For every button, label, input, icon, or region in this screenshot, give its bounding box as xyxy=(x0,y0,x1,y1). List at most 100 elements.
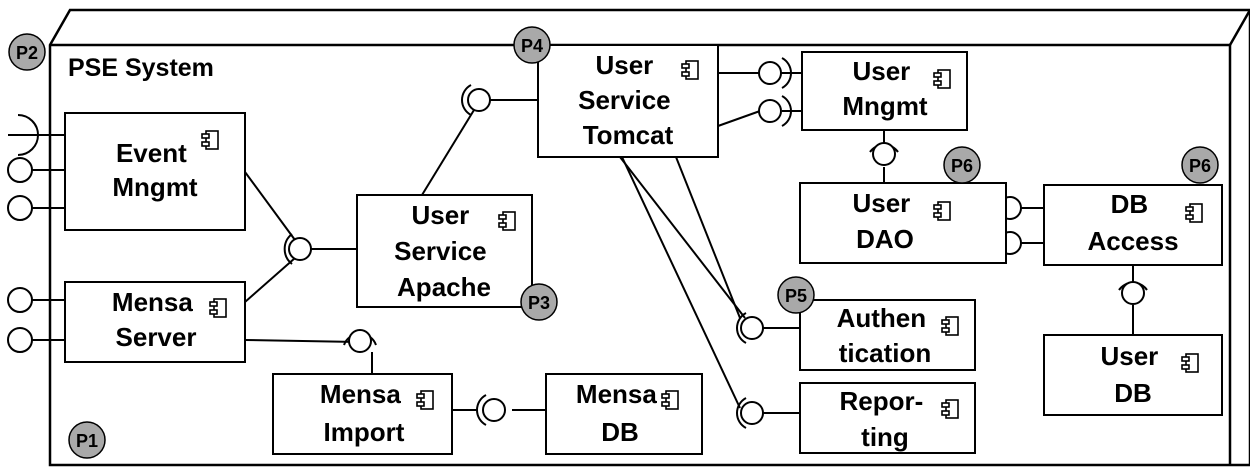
component-icon xyxy=(1185,203,1203,223)
component-label-line: Event xyxy=(116,138,187,168)
component-user-service-tomcat: User Service Tomcat xyxy=(537,44,719,158)
badge-p2: P2 xyxy=(8,33,46,71)
component-user-dao: User DAO xyxy=(799,182,1007,264)
component-user-mngmt: User Mngmt xyxy=(801,51,968,131)
component-label-line: ting xyxy=(861,422,909,452)
component-label-line: Service xyxy=(394,236,487,266)
component-label-line: Mensa xyxy=(112,287,193,317)
component-icon xyxy=(941,316,959,336)
provided-interfaces xyxy=(7,61,1145,425)
svg-text:Event Mngmt: Event Mngmt xyxy=(112,138,198,202)
ball-icon xyxy=(740,401,764,425)
system-title: PSE System xyxy=(68,54,214,82)
svg-text:P6: P6 xyxy=(1189,156,1211,176)
svg-text:Mensa Server: Mensa Server xyxy=(112,287,200,352)
svg-text:User Mngmt: User Mngmt xyxy=(842,56,928,121)
svg-text:P2: P2 xyxy=(16,43,38,63)
component-label-line: Import xyxy=(324,417,405,447)
component-label-line: Tomcat xyxy=(583,120,674,150)
socket-icon xyxy=(736,312,747,344)
component-user-service-apache: User Service Apache xyxy=(356,194,533,308)
svg-text:User Service Tomca: User Service Tomcat xyxy=(578,50,678,150)
svg-text:Mensa DB: Mensa DB xyxy=(576,379,664,447)
component-label-line: Mensa xyxy=(576,379,657,409)
component-mensa-db: Mensa DB xyxy=(545,373,703,455)
component-label-line: tication xyxy=(839,338,931,368)
ball-icon xyxy=(872,142,896,166)
component-label-line: DB xyxy=(601,417,639,447)
svg-text:P1: P1 xyxy=(76,431,98,451)
svg-text:P3: P3 xyxy=(528,293,550,313)
svg-text:Mensa Import: Mensa Import xyxy=(320,379,408,447)
component-icon xyxy=(498,211,516,231)
badge-p6-user-dao: P6 xyxy=(943,146,981,184)
component-label-line: User xyxy=(852,56,910,86)
badge-p5: P5 xyxy=(777,276,815,314)
component-label-line: Service xyxy=(578,85,671,115)
ball-icon xyxy=(740,316,764,340)
component-authentication: Authen tication xyxy=(799,299,976,371)
component-label-line: DB xyxy=(1114,378,1152,408)
component-db-access: DB Access xyxy=(1043,184,1223,266)
component-label-line: Access xyxy=(1087,226,1178,256)
svg-text:P5: P5 xyxy=(785,286,807,306)
svg-text:P4: P4 xyxy=(521,36,543,56)
component-label-line: Mngmt xyxy=(842,91,928,121)
component-label-line: DB xyxy=(1111,189,1149,219)
component-label-line: User xyxy=(1100,341,1158,371)
ball-icon xyxy=(467,88,491,112)
ball-icon xyxy=(1121,281,1145,305)
component-event-mngmt: Event Mngmt xyxy=(64,112,246,231)
svg-text:Repor- ting: Repor- ting xyxy=(839,386,930,452)
component-icon xyxy=(416,390,434,410)
component-icon xyxy=(681,60,699,80)
socket-icon xyxy=(476,394,487,426)
badge-p1: P1 xyxy=(68,421,106,459)
ball-icon xyxy=(482,398,506,422)
socket-icon xyxy=(17,114,39,156)
svg-text:User DAO: User DAO xyxy=(852,188,917,254)
component-label-line: User xyxy=(411,200,469,230)
socket-icon xyxy=(461,84,472,116)
svg-text:User DB: User DB xyxy=(1100,341,1165,408)
component-icon xyxy=(201,130,219,150)
svg-text:User Service Apach: User Service Apache xyxy=(394,200,494,302)
socket-icon xyxy=(736,397,747,429)
svg-text:DB Access: DB Access xyxy=(1087,189,1178,256)
component-label-line: Mngmt xyxy=(112,172,198,202)
component-label-line: Authen xyxy=(837,303,927,333)
component-icon xyxy=(661,390,679,410)
ball-icon xyxy=(7,327,33,353)
component-reporting: Repor- ting xyxy=(799,382,976,454)
badge-p4: P4 xyxy=(513,26,551,64)
component-label-line: Server xyxy=(116,322,197,352)
component-icon xyxy=(933,201,951,221)
component-icon xyxy=(941,399,959,419)
component-user-db: User DB xyxy=(1043,334,1223,416)
badge-p6-db-access: P6 xyxy=(1181,146,1219,184)
component-label-line: DAO xyxy=(856,224,914,254)
component-label-line: Apache xyxy=(397,272,491,302)
ball-icon xyxy=(7,195,33,221)
socket-icon xyxy=(781,95,792,127)
component-mensa-import: Mensa Import xyxy=(272,373,453,455)
ball-icon xyxy=(288,237,312,261)
svg-text:Authen tication: Authen tication xyxy=(837,303,934,368)
component-label-line: Repor- xyxy=(839,386,923,416)
component-icon xyxy=(209,298,227,318)
ball-icon xyxy=(7,287,33,313)
ball-icon xyxy=(348,329,372,353)
svg-text:P6: P6 xyxy=(951,156,973,176)
component-label-line: User xyxy=(852,188,910,218)
component-icon xyxy=(933,69,951,89)
component-label-line: Mensa xyxy=(320,379,401,409)
ball-icon xyxy=(758,99,782,123)
badge-p3: P3 xyxy=(520,283,558,321)
component-icon xyxy=(1181,353,1199,373)
component-label-line: User xyxy=(595,50,653,80)
socket-icon xyxy=(283,233,293,265)
ball-icon xyxy=(7,157,33,183)
component-mensa-server: Mensa Server xyxy=(64,281,246,363)
socket-icon xyxy=(781,57,792,89)
